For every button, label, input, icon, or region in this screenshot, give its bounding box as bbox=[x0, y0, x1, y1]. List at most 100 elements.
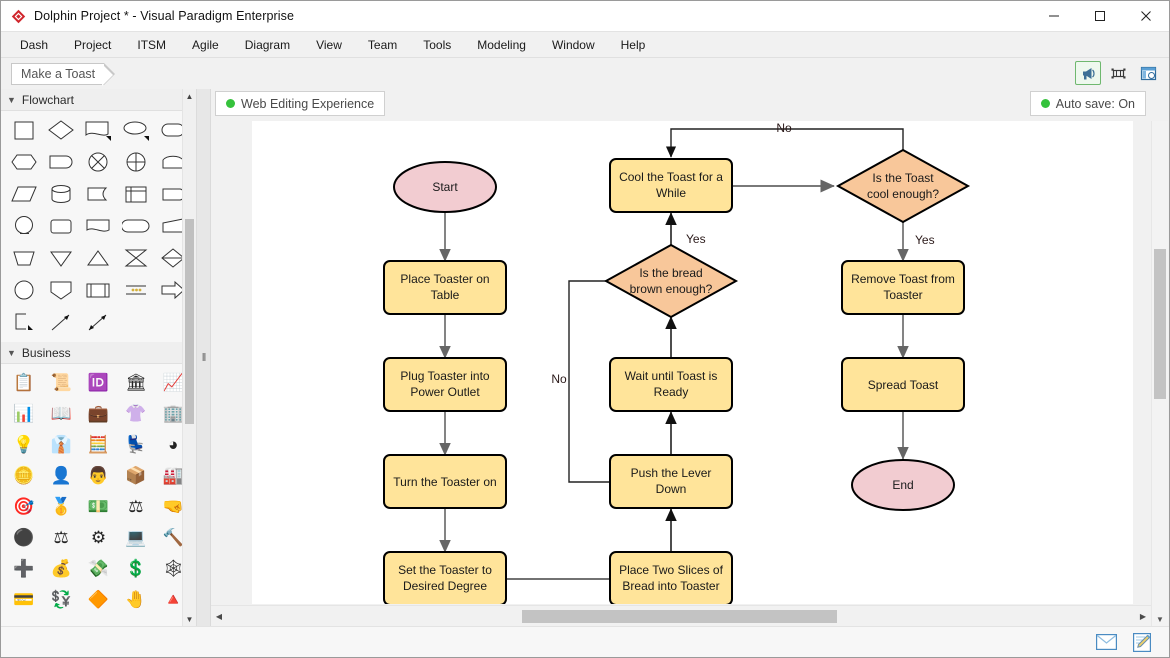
math-symbols-icon[interactable]: ➕ bbox=[13, 559, 35, 578]
shape-internal-storage[interactable] bbox=[117, 181, 154, 207]
bar-growth-icon[interactable]: 📈 bbox=[162, 373, 184, 392]
web-editing-experience-badge[interactable]: Web Editing Experience bbox=[215, 91, 386, 116]
shirt-tie-icon[interactable]: 👔 bbox=[50, 435, 72, 454]
canvas-hscroll-left-arrow[interactable]: ◀ bbox=[215, 611, 223, 621]
palette-scroll-down-arrow[interactable]: ▼ bbox=[185, 614, 194, 624]
menu-item-tools[interactable]: Tools bbox=[423, 37, 452, 52]
shape-display-ellipse[interactable] bbox=[117, 117, 154, 143]
fit-to-size-icon[interactable] bbox=[1105, 61, 1131, 85]
bell-dome-icon[interactable]: ⚫ bbox=[13, 528, 35, 547]
menu-item-modeling[interactable]: Modeling bbox=[477, 37, 526, 52]
palette-scrollbar[interactable]: ▲ ▼ bbox=[182, 89, 196, 626]
cheese-chart-icon[interactable]: 🔶 bbox=[87, 590, 110, 609]
canvas-vscroll-thumb[interactable] bbox=[1154, 249, 1166, 399]
bank-icon[interactable]: 🏛 bbox=[125, 373, 147, 392]
shape-preparation-hexagon[interactable] bbox=[5, 149, 42, 175]
menu-item-itsm[interactable]: ITSM bbox=[137, 37, 167, 52]
menu-item-team[interactable]: Team bbox=[367, 37, 398, 52]
businessman-icon[interactable]: 👨 bbox=[87, 466, 110, 485]
lightbulb-icon[interactable]: 💡 bbox=[13, 435, 35, 454]
shape-connector-circle[interactable] bbox=[5, 213, 42, 239]
piggy-coin-icon[interactable]: 💱 bbox=[50, 590, 72, 609]
panel-splitter[interactable]: ‖ bbox=[197, 89, 211, 626]
shape-sort-diamond[interactable] bbox=[155, 245, 192, 271]
cash-register-icon[interactable]: 💳 bbox=[13, 590, 35, 609]
palette-scroll-thumb[interactable] bbox=[185, 219, 194, 424]
menu-item-project[interactable]: Project bbox=[74, 37, 112, 52]
shape-summing-junction[interactable] bbox=[80, 149, 117, 175]
canvas-hscroll-right-arrow[interactable]: ▶ bbox=[1139, 611, 1147, 621]
binders-icon[interactable]: 📖 bbox=[50, 404, 72, 423]
factory-icon[interactable]: 🏭 bbox=[162, 466, 184, 485]
certificate-icon[interactable]: 📜 bbox=[50, 373, 72, 392]
canvas-hscroll-thumb[interactable] bbox=[522, 609, 837, 623]
shape-double-arrow-connector[interactable] bbox=[80, 309, 117, 335]
shape-direct-data[interactable] bbox=[80, 181, 117, 207]
target-dart-icon[interactable]: 🎯 bbox=[13, 497, 35, 516]
shape-line-connector[interactable] bbox=[42, 309, 79, 335]
calculator-icon[interactable]: 🧮 bbox=[87, 435, 110, 454]
palette-scroll-up-arrow[interactable]: ▲ bbox=[185, 91, 194, 101]
close-button[interactable] bbox=[1123, 1, 1169, 32]
pie-chart-icon[interactable]: ◕ bbox=[168, 435, 179, 454]
canvas-horizontal-scrollbar[interactable]: ◀ ▶ bbox=[211, 605, 1151, 626]
panel-layout-icon[interactable] bbox=[1135, 61, 1161, 85]
shape-multi-document[interactable] bbox=[80, 213, 117, 239]
shape-extract-triangle-down[interactable] bbox=[42, 245, 79, 271]
palette-section-header-flowchart[interactable]: ▼ Flowchart bbox=[1, 89, 196, 111]
cash-icon[interactable]: 💰 bbox=[50, 559, 72, 578]
breadcrumb[interactable]: Make a Toast bbox=[11, 62, 116, 86]
shape-decision-diamond[interactable] bbox=[42, 117, 79, 143]
coins-stack-icon[interactable]: 🪙 bbox=[13, 466, 35, 485]
shape-circle-connector[interactable] bbox=[5, 277, 42, 303]
shape-database-cylinder[interactable] bbox=[42, 181, 79, 207]
shape-or-junction[interactable] bbox=[117, 149, 154, 175]
shape-arrow-right-shape[interactable] bbox=[155, 277, 192, 303]
diagram-canvas[interactable]: Start Place Toaster on Table Plug Toaste… bbox=[252, 121, 1133, 604]
mail-envelope-icon[interactable] bbox=[1095, 632, 1117, 652]
menu-item-agile[interactable]: Agile bbox=[192, 37, 219, 52]
suitcase-icon[interactable]: 👚 bbox=[125, 404, 147, 423]
menu-item-window[interactable]: Window bbox=[551, 37, 595, 52]
money-bill-icon[interactable]: 💵 bbox=[87, 497, 110, 516]
menu-item-dash[interactable]: Dash bbox=[20, 37, 49, 52]
gavel-wood-icon[interactable]: 🔨 bbox=[162, 528, 184, 547]
laptop-check-icon[interactable]: 💻 bbox=[125, 528, 147, 547]
shape-off-page-connector[interactable] bbox=[42, 277, 79, 303]
menu-item-help[interactable]: Help bbox=[620, 37, 646, 52]
person-avatar-icon[interactable]: 👤 bbox=[50, 466, 72, 485]
menu-item-view[interactable]: View bbox=[316, 37, 342, 52]
canvas-vertical-scrollbar[interactable]: ▼ bbox=[1151, 121, 1168, 626]
office-chair-icon[interactable]: 💺 bbox=[125, 435, 147, 454]
shape-document[interactable] bbox=[80, 117, 117, 143]
gold-bars-icon[interactable]: 🥇 bbox=[50, 497, 72, 516]
hand-coins-icon[interactable]: 🤜 bbox=[162, 497, 184, 516]
shape-display-shape[interactable] bbox=[117, 213, 154, 239]
id-badge-icon[interactable]: 🆔 bbox=[87, 373, 110, 392]
shape-annotation-bracket[interactable] bbox=[5, 309, 42, 335]
office-building-icon[interactable]: 🏢 bbox=[162, 404, 184, 423]
certificate-board-icon[interactable]: 📋 bbox=[13, 373, 35, 392]
shape-collate-hourglass[interactable] bbox=[117, 245, 154, 271]
megaphone-icon[interactable] bbox=[1075, 61, 1101, 85]
briefcase-icon[interactable]: 💼 bbox=[87, 404, 110, 423]
shape-rounded-rectangle[interactable] bbox=[42, 213, 79, 239]
canvas-vscroll-down-arrow[interactable]: ▼ bbox=[1156, 615, 1164, 624]
document-edit-icon[interactable] bbox=[1131, 632, 1153, 652]
org-chart-red-icon[interactable]: ⚙ bbox=[90, 528, 107, 547]
shape-predefined-process[interactable] bbox=[80, 277, 117, 303]
shape-process-rectangle[interactable] bbox=[5, 117, 42, 143]
shape-manual-operation[interactable] bbox=[5, 245, 42, 271]
auto-save-badge[interactable]: Auto save: On bbox=[1029, 91, 1146, 116]
presentation-chart-icon[interactable]: 📊 bbox=[13, 404, 35, 423]
shape-merge-triangle-up[interactable] bbox=[80, 245, 117, 271]
hand-coin-icon[interactable]: 🤚 bbox=[125, 590, 147, 609]
menu-item-diagram[interactable]: Diagram bbox=[244, 37, 291, 52]
dollar-note-icon[interactable]: 💲 bbox=[125, 559, 147, 578]
maximize-button[interactable] bbox=[1077, 1, 1123, 32]
auction-gavel-icon[interactable]: ⚖ bbox=[128, 497, 144, 516]
shape-punched-tape[interactable] bbox=[117, 277, 154, 303]
palette-section-header-business[interactable]: ▼ Business bbox=[1, 342, 196, 364]
canvas-hscroll-track[interactable] bbox=[227, 609, 1135, 624]
shape-parallelogram-data[interactable] bbox=[5, 181, 42, 207]
